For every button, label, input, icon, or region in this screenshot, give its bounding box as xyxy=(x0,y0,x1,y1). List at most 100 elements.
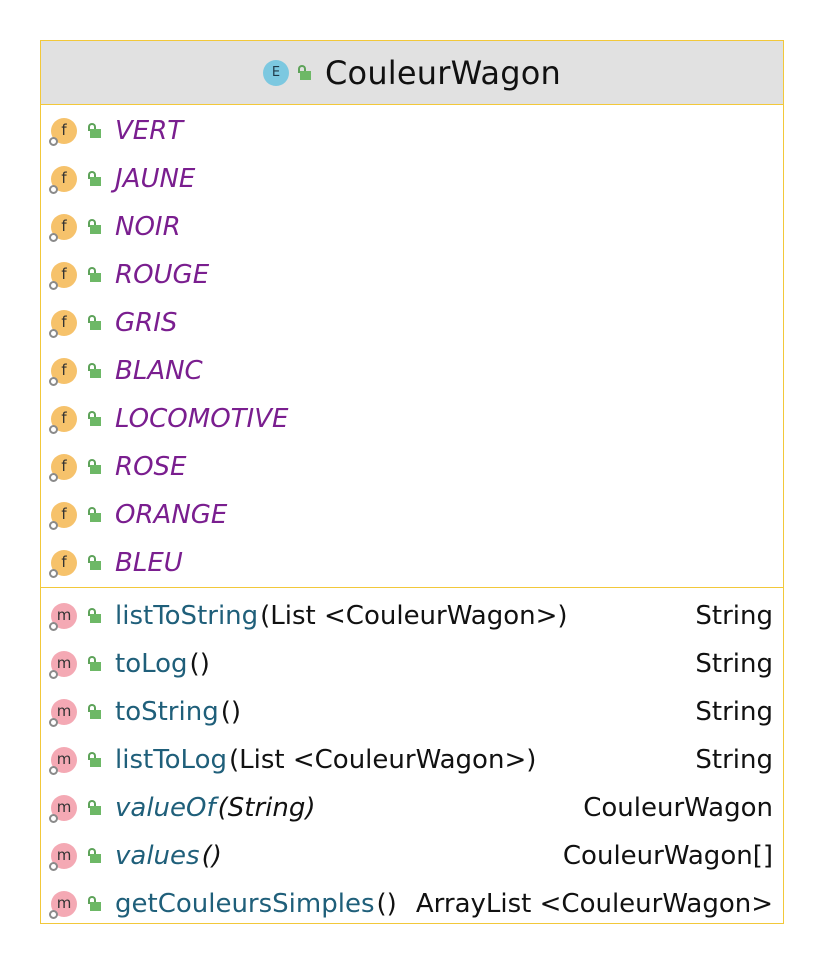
field-icon: f xyxy=(49,262,77,290)
method-return-type: String xyxy=(695,649,773,679)
method-icon-letter: m xyxy=(56,798,72,816)
public-lock-icon xyxy=(87,315,101,331)
field-name: VERT xyxy=(115,116,184,146)
public-lock-icon xyxy=(87,171,101,187)
public-lock-icon xyxy=(87,459,101,475)
public-lock-icon xyxy=(87,848,101,864)
class-name: CouleurWagon xyxy=(325,53,561,92)
public-lock-icon xyxy=(87,704,101,720)
field-icon-letter: f xyxy=(61,553,67,571)
method-row[interactable]: m values() CouleurWagon[] xyxy=(41,832,783,880)
field-row[interactable]: f BLEU xyxy=(41,539,783,587)
public-lock-icon xyxy=(87,896,101,912)
method-return-type: CouleurWagon[] xyxy=(562,841,773,871)
field-row[interactable]: f ROUGE xyxy=(41,251,783,299)
public-lock-icon xyxy=(297,64,311,81)
public-lock-icon xyxy=(87,555,101,571)
method-icon: m xyxy=(49,651,77,679)
field-row[interactable]: f LOCOMOTIVE xyxy=(41,395,783,443)
method-name: valueOf xyxy=(115,793,216,823)
method-icon: m xyxy=(49,843,77,871)
method-icon: m xyxy=(49,891,77,919)
method-params: (List <CouleurWagon>) xyxy=(260,601,568,631)
method-row[interactable]: m listToLog(List <CouleurWagon>) String xyxy=(41,736,783,784)
method-name: toLog xyxy=(115,649,188,679)
field-icon: f xyxy=(49,214,77,242)
field-icon-letter: f xyxy=(61,409,67,427)
public-lock-icon xyxy=(87,507,101,523)
method-row[interactable]: m listToString(List <CouleurWagon>) String xyxy=(41,592,783,640)
method-icon-letter: m xyxy=(56,750,72,768)
method-return-type: String xyxy=(695,745,773,775)
field-name: ROSE xyxy=(115,452,187,482)
method-icon: m xyxy=(49,603,77,631)
public-lock-icon xyxy=(87,608,101,624)
method-params: (List <CouleurWagon>) xyxy=(229,745,537,775)
public-lock-icon xyxy=(87,656,101,672)
field-icon-letter: f xyxy=(61,121,67,139)
field-icon-letter: f xyxy=(61,169,67,187)
field-icon: f xyxy=(49,310,77,338)
method-name: getCouleursSimples xyxy=(115,889,375,919)
field-name: BLEU xyxy=(115,548,183,578)
field-row[interactable]: f GRIS xyxy=(41,299,783,347)
field-name: GRIS xyxy=(115,308,178,338)
field-icon-letter: f xyxy=(61,217,67,235)
public-lock-icon xyxy=(87,123,101,139)
field-name: LOCOMOTIVE xyxy=(115,404,289,434)
public-lock-icon xyxy=(87,411,101,427)
method-name: listToString xyxy=(115,601,259,631)
method-name: listToLog xyxy=(115,745,227,775)
method-return-type: String xyxy=(695,697,773,727)
field-row[interactable]: f VERT xyxy=(41,107,783,155)
field-row[interactable]: f ROSE xyxy=(41,443,783,491)
method-icon: m xyxy=(49,699,77,727)
public-lock-icon xyxy=(87,267,101,283)
method-return-type: String xyxy=(695,601,773,631)
enum-badge-letter: E xyxy=(271,65,281,80)
method-icon-letter: m xyxy=(56,702,72,720)
field-icon: f xyxy=(49,454,77,482)
method-icon: m xyxy=(49,795,77,823)
method-icon-letter: m xyxy=(56,654,72,672)
field-icon-letter: f xyxy=(61,505,67,523)
field-icon: f xyxy=(49,166,77,194)
field-icon-letter: f xyxy=(61,313,67,331)
public-lock-icon xyxy=(87,363,101,379)
method-params: () xyxy=(189,649,210,679)
public-lock-icon xyxy=(87,800,101,816)
method-name: toString xyxy=(115,697,219,727)
field-row[interactable]: f ORANGE xyxy=(41,491,783,539)
enum-icon: E xyxy=(263,59,289,86)
method-icon-letter: m xyxy=(56,606,72,624)
method-icon: m xyxy=(49,747,77,775)
method-params: () xyxy=(201,841,222,871)
field-icon-letter: f xyxy=(61,457,67,475)
method-return-type: CouleurWagon xyxy=(583,793,773,823)
field-icon-letter: f xyxy=(61,361,67,379)
method-params: () xyxy=(376,889,397,919)
public-lock-icon xyxy=(87,752,101,768)
field-row[interactable]: f BLANC xyxy=(41,347,783,395)
method-icon-letter: m xyxy=(56,846,72,864)
field-icon-letter: f xyxy=(61,265,67,283)
field-icon: f xyxy=(49,502,77,530)
field-icon: f xyxy=(49,118,77,146)
method-row[interactable]: m valueOf(String) CouleurWagon xyxy=(41,784,783,832)
field-icon: f xyxy=(49,358,77,386)
field-name: ROUGE xyxy=(115,260,210,290)
method-params: (String) xyxy=(217,793,316,823)
method-row[interactable]: m toLog() String xyxy=(41,640,783,688)
field-icon: f xyxy=(49,550,77,578)
method-name: values xyxy=(115,841,200,871)
field-name: ORANGE xyxy=(115,500,228,530)
field-name: BLANC xyxy=(115,356,203,386)
class-header: E CouleurWagon xyxy=(41,41,783,105)
